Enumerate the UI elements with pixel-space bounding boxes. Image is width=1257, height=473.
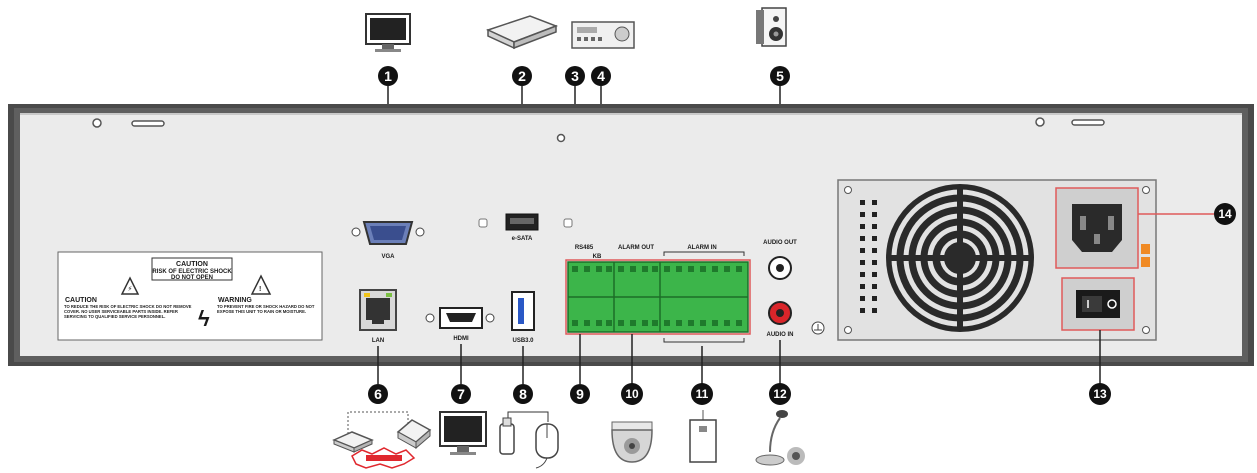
terminal-screw-row-bottom [572,320,742,326]
svg-text:AUDIO OUT: AUDIO OUT [763,240,797,246]
bottom-leader-lines [377,330,1101,384]
left-warning-triangle-icon [120,276,140,295]
vent-holes [860,200,877,313]
usb-bracket [507,411,549,422]
svg-text:AUDIO IN: AUDIO IN [767,332,794,338]
svg-text:4: 4 [597,68,605,84]
lightning-bolt-icon: ϟ [198,306,210,331]
callout-14: 14 [1214,203,1236,225]
microphone-icon [755,410,805,466]
svg-text:RISK OF ELECTRIC SHOCK: RISK OF ELECTRIC SHOCK [152,269,232,275]
ac-power-inlet [1055,187,1139,269]
esata-port: e-SATA [478,213,573,242]
caution-body-text: TO REDUCE THE RISK OF ELECTRIC SHOCK DO … [64,304,192,319]
svg-text:WARNING: WARNING [218,297,252,304]
svg-text:10: 10 [625,387,639,401]
svg-text:RS485: RS485 [575,245,594,251]
audio-out-port: AUDIO OUT [763,240,797,280]
hdmi-port: HDMI [425,307,495,342]
callout-6: 6 [368,384,388,404]
callout-11: 11 [691,383,713,405]
alarm-in-bracket [663,251,745,343]
keyboard-controller-icon [571,21,635,49]
audio-in-port: AUDIO IN [767,301,794,338]
callout-8: 8 [513,384,533,404]
svg-text:13: 13 [1093,387,1107,401]
ground-icon [811,321,825,335]
network-drive-icon [396,419,432,450]
usb-port: USB3.0 [511,291,535,344]
svg-text:⚡: ⚡ [128,285,133,293]
right-warning-triangle-icon [250,274,272,295]
callout-7: 7 [451,384,471,404]
callout-2: 2 [512,66,532,86]
svg-text:ALARM OUT: ALARM OUT [618,245,654,251]
callout-12: 12 [769,383,791,405]
svg-text:6: 6 [374,386,382,402]
callout-13: 13 [1089,383,1111,405]
callout-5: 5 [770,66,790,86]
power-switch [1061,277,1135,331]
lan-port: LAN [359,289,397,344]
svg-text:CAUTION: CAUTION [65,297,97,304]
svg-text:e-SATA: e-SATA [512,236,533,242]
svg-text:2: 2 [518,68,526,84]
svg-text:11: 11 [696,387,709,401]
svg-text:7: 7 [457,386,465,402]
chassis-screws [92,117,1105,143]
network-router-icon [332,411,409,453]
svg-text:ALARM IN: ALARM IN [687,245,716,251]
rs485-kb-labels: RS485 KB ALARM OUT ALARM IN [575,245,717,260]
callout-1: 1 [378,66,398,86]
svg-text:VGA: VGA [381,254,395,260]
svg-text:!: ! [259,286,261,293]
svg-text:8: 8 [519,386,527,402]
terminal-screw-row-top [572,266,742,272]
svg-text:USB3.0: USB3.0 [512,338,534,344]
svg-text:CAUTION: CAUTION [176,261,208,268]
usb-mouse-icon [535,423,559,469]
monitor-icon [365,13,411,52]
svg-text:HDMI: HDMI [453,336,469,342]
svg-text:5: 5 [776,68,784,84]
alarm-sensor-icon [689,410,717,463]
callout-4: 4 [591,66,611,86]
speaker-icon [756,7,787,47]
callout-10: 10 [621,383,643,405]
fan-grille-icon [886,184,1034,332]
svg-text:KB: KB [593,254,602,260]
hdmi-monitor-icon [439,411,487,455]
svg-text:12: 12 [773,387,787,401]
usb-flash-drive-icon [499,417,515,455]
esata-drive-icon [485,15,559,50]
svg-text:1: 1 [384,68,392,84]
svg-text:DO NOT OPEN: DO NOT OPEN [171,275,213,281]
warning-body-text: TO PREVENT FIRE OR SHOCK HAZARD DO NOT E… [217,304,315,314]
callout-3: 3 [565,66,585,86]
callout-9: 9 [570,384,590,404]
svg-text:14: 14 [1218,207,1232,221]
svg-text:LAN: LAN [372,338,384,344]
svg-text:3: 3 [571,68,579,84]
svg-text:9: 9 [576,386,584,402]
vga-port: VGA [351,221,425,260]
orange-latch [1141,244,1150,267]
internet-starburst-icon [351,447,416,469]
ptz-camera-icon [611,421,653,463]
caution-label-box: ⚡ CAUTION RISK OF ELECTRIC SHOCK DO NOT … [57,251,323,341]
